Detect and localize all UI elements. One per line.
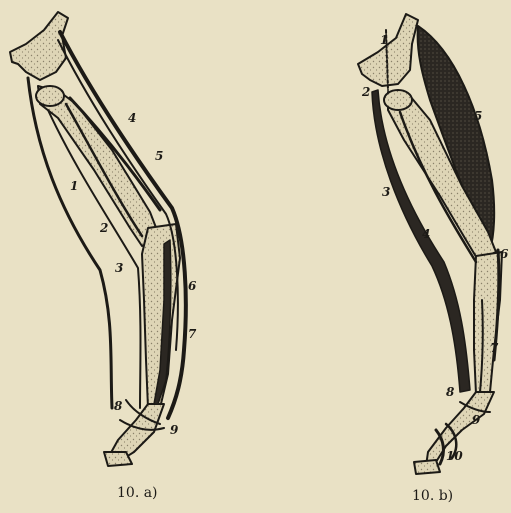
figure-a-caption: 10. a) (117, 485, 158, 501)
figure-b-caption: 10. b) (412, 488, 453, 504)
figure-a-pelvis (10, 12, 68, 80)
figure-b-drawing (358, 14, 502, 474)
figure-a-label-6: 6 (188, 280, 196, 292)
figure-a-label-1: 1 (70, 180, 78, 192)
figure-a-label-9: 9 (170, 424, 178, 436)
figure-a-label-8: 8 (114, 400, 122, 412)
figure-b-label-1: 1 (380, 34, 388, 46)
figure-b-label-4: 4 (422, 228, 430, 240)
figure-a-femur-head (36, 86, 64, 106)
figure-b-femur-head (384, 90, 412, 110)
figure-a-label-3: 3 (115, 262, 123, 274)
figure-a-hoof (104, 452, 132, 466)
figure-a-label-7: 7 (188, 328, 196, 340)
figure-b-label-6: 6 (500, 248, 508, 260)
figure-b-label-8: 8 (446, 386, 454, 398)
figure-b-label-3: 3 (382, 186, 390, 198)
figure-a-label-2: 2 (100, 222, 108, 234)
figure-b-label-7: 7 (490, 342, 498, 354)
figure-a-label-4: 4 (128, 112, 136, 124)
figure-b-label-10: 10 (446, 450, 463, 462)
figure-b-label-9: 9 (472, 414, 480, 426)
figure-b-label-5: 5 (474, 110, 482, 122)
figure-b-label-2: 2 (362, 86, 370, 98)
figure-a-drawing (10, 12, 186, 466)
figure-a-label-5: 5 (155, 150, 163, 162)
figure-b-hoof (414, 460, 440, 474)
